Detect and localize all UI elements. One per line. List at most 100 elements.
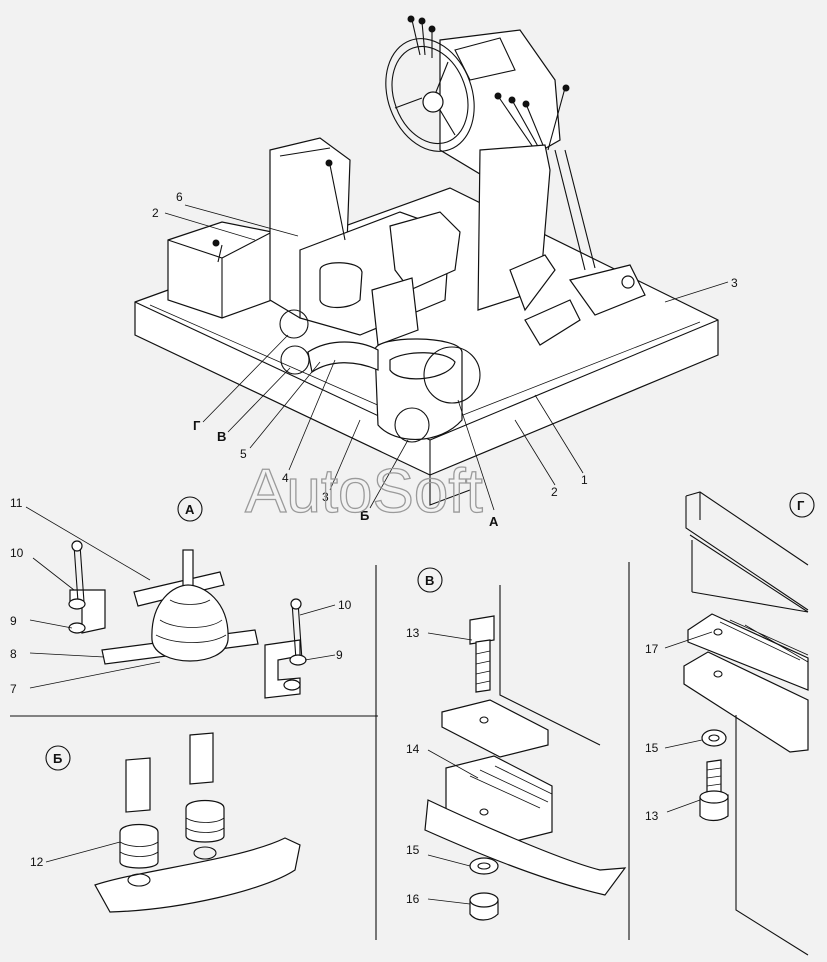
view-g-title: Г	[797, 498, 805, 513]
left-console-knob	[212, 239, 220, 247]
callout-1: 1	[581, 473, 588, 487]
right-knob-3	[522, 100, 530, 108]
detail-view-v: В 13 14 15 16	[406, 567, 627, 921]
frame-rail-side	[691, 540, 809, 613]
washer-15-g-hole	[708, 734, 720, 742]
callout-9-right: 9	[336, 648, 343, 662]
steering-wheel-hub	[422, 91, 444, 113]
view-v-title-circle	[417, 567, 443, 593]
leader-16	[427, 898, 471, 905]
callout-v-main: В	[217, 429, 226, 444]
top-levers	[411, 19, 433, 58]
leader-b	[369, 439, 409, 509]
rubber-boot	[151, 584, 229, 662]
callout-3-right: 3	[731, 276, 738, 290]
leader-17	[664, 631, 713, 649]
left-console-box	[167, 221, 273, 319]
leader-5	[249, 361, 321, 449]
view-g-title-circle	[789, 492, 815, 518]
detail-circle-g	[279, 309, 309, 339]
clamp-rod-right	[291, 601, 303, 661]
right-knob-2	[508, 96, 516, 104]
frame-column	[735, 715, 809, 956]
shim-hatching	[469, 765, 553, 809]
view-b-title: Б	[53, 751, 62, 766]
floor-plate-b	[94, 837, 301, 913]
leader-1	[534, 394, 584, 474]
leader-2a	[164, 212, 256, 241]
callout-16: 16	[406, 892, 420, 906]
callout-17: 17	[645, 642, 659, 656]
hole-left	[127, 873, 151, 887]
frame-plate-g	[683, 651, 809, 753]
hole-right	[193, 846, 217, 860]
bolt-13-g-thread	[706, 767, 722, 787]
leader-4	[288, 359, 336, 471]
top-lever-knob-3	[428, 25, 436, 33]
callout-14: 14	[406, 742, 420, 756]
leader-8	[29, 652, 105, 658]
bolt-13-head	[469, 615, 495, 645]
clamp-rod-eye-left	[71, 540, 83, 552]
leader-13-g	[666, 799, 701, 813]
seat-support-block	[371, 277, 419, 346]
leader-10-left	[32, 557, 75, 591]
callout-13-g: 13	[645, 809, 659, 823]
bracket-profile	[499, 585, 601, 746]
callout-15-v: 15	[406, 843, 420, 857]
leader-3b	[329, 419, 361, 491]
seat-back-top	[279, 147, 331, 157]
seat-lever-knob	[325, 159, 333, 167]
leader-3a	[664, 281, 729, 303]
floor-plate-v	[424, 799, 627, 896]
bolt-13-g-head-top	[699, 790, 729, 804]
callout-5: 5	[240, 447, 247, 461]
bolt-13-thread	[475, 650, 491, 685]
leader-11	[25, 506, 151, 581]
callout-15-g: 15	[645, 741, 659, 755]
detail-circle-a	[423, 346, 481, 404]
top-lever-knob-2	[418, 17, 426, 25]
callout-2-bottom: 2	[551, 485, 558, 499]
callout-6: 6	[176, 190, 183, 204]
grommet-right-ribs	[185, 817, 225, 833]
clamp-nut-right-bottom	[283, 679, 301, 691]
right-knob-4	[562, 84, 570, 92]
tube-right	[189, 732, 214, 785]
callout-3-bottom: 3	[322, 490, 329, 504]
washer-15-g	[701, 729, 727, 747]
pedal-left	[509, 254, 556, 312]
grommet-left-ribs	[119, 841, 159, 857]
right-knob-1	[494, 92, 502, 100]
callout-4: 4	[282, 471, 289, 485]
pedal-rods	[554, 149, 596, 271]
platform-front-edge	[429, 475, 471, 506]
top-lever-knob-1	[407, 15, 415, 23]
plate-hole-top	[479, 716, 489, 724]
leader-7	[29, 661, 161, 689]
right-control-rods	[497, 87, 566, 151]
pedal-pivot	[621, 275, 635, 289]
shim-17-hole	[713, 628, 723, 636]
frame-plate-hole	[713, 670, 723, 678]
clamp-nut-left-bottom	[68, 622, 86, 634]
callout-2-top: 2	[152, 206, 159, 220]
watermark-text: AutoSoft	[245, 457, 483, 526]
view-a-title-circle	[177, 496, 203, 522]
callout-9-left: 9	[10, 614, 17, 628]
callout-a-main: А	[489, 514, 499, 529]
callout-b-main: Б	[360, 508, 369, 523]
reservoir-tank	[319, 262, 363, 309]
callout-11: 11	[10, 496, 23, 510]
detail-circle-v	[280, 345, 310, 375]
main-assembly-view: 6 2 3 Г В 5 4 3 Б А 2 1	[134, 15, 738, 529]
clamp-rod-eye-right	[290, 598, 302, 610]
seat-side-lever	[329, 164, 346, 241]
view-a-title: А	[185, 502, 195, 517]
steering-wheel	[385, 38, 475, 152]
boot-shaft	[182, 549, 194, 591]
leader-13-v	[427, 632, 473, 641]
frame-rail-profile	[685, 491, 809, 613]
leader-g	[202, 334, 289, 423]
